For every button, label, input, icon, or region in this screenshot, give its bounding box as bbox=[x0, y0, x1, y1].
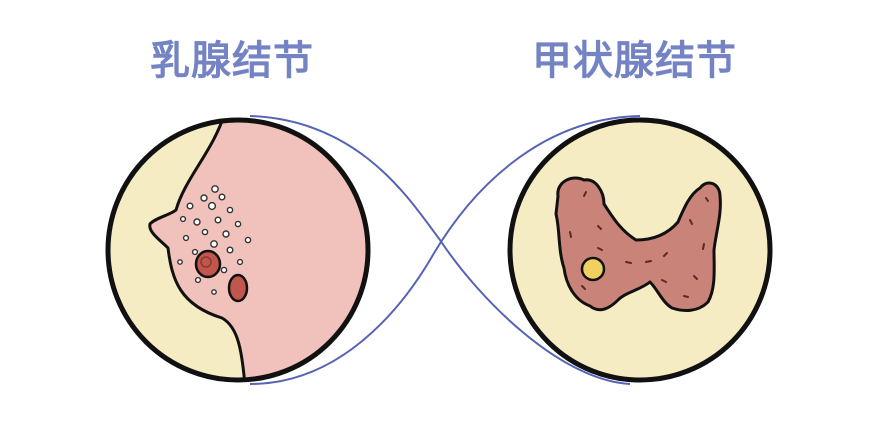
breast-nodule bbox=[227, 273, 249, 303]
thyroid-texture bbox=[569, 191, 709, 298]
connector-bottom-left-to-top-right bbox=[249, 115, 641, 385]
connector-lines bbox=[249, 115, 641, 385]
connector-top-left-to-bottom-right bbox=[249, 115, 631, 385]
breast-pores bbox=[177, 185, 252, 295]
thyroid-illustration bbox=[507, 117, 773, 383]
breast-illustration bbox=[105, 117, 371, 383]
breast-skin bbox=[148, 120, 368, 380]
breast-nodule bbox=[194, 249, 222, 279]
breast-nodule-title: 乳腺结节 bbox=[150, 38, 314, 84]
thyroid-nodule bbox=[580, 256, 606, 282]
thyroid-nodule-title: 甲状腺结节 bbox=[532, 38, 737, 84]
